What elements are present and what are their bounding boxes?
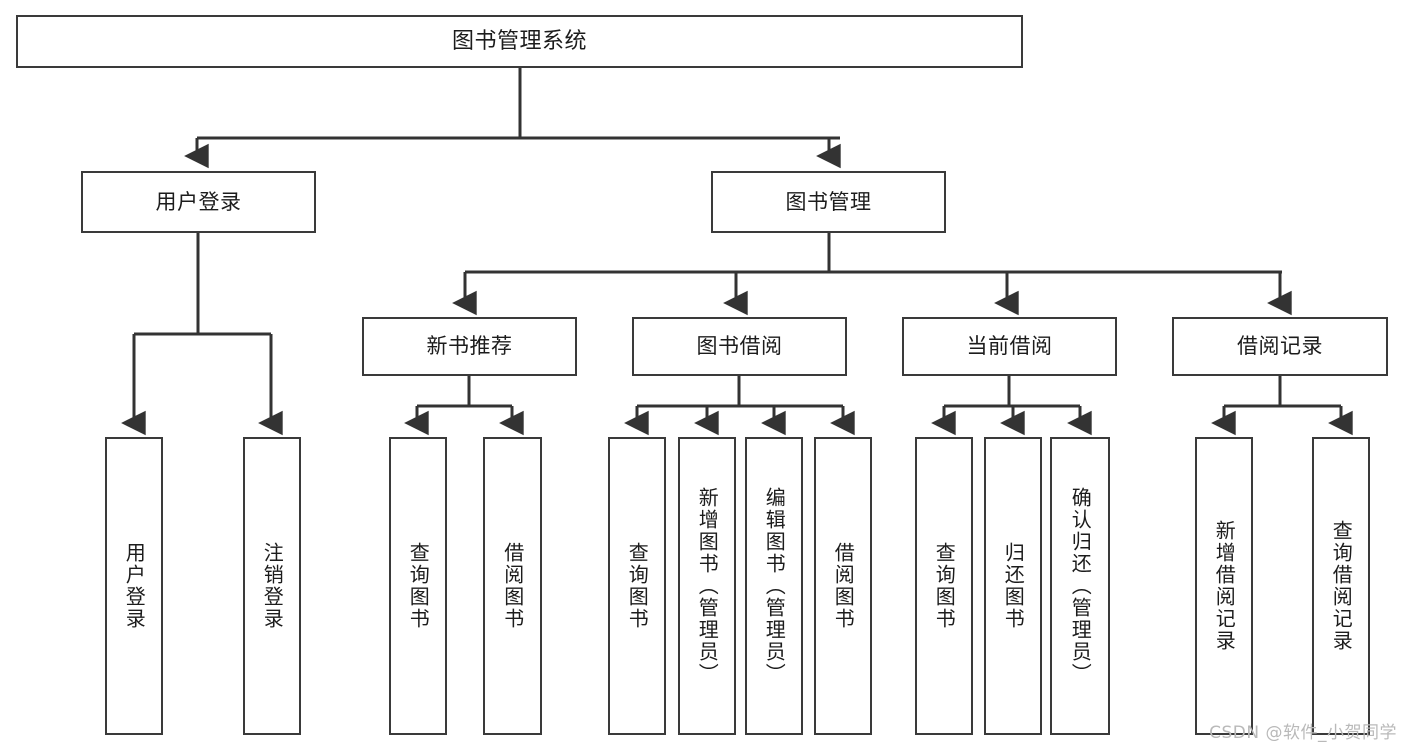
- connector-record-to-leaves: [1211, 376, 1353, 436]
- node-label: 图书管理: [785, 189, 872, 214]
- node-leaf-edit-book-admin[interactable]: 编辑图书（管理员）: [745, 437, 803, 735]
- connector-bookmgmt-to-level3: [452, 233, 1292, 316]
- node-root-book-management-system[interactable]: 图书管理系统: [16, 15, 1023, 68]
- node-borrow-record[interactable]: 借阅记录: [1172, 317, 1388, 376]
- node-leaf-logout[interactable]: 注销登录: [243, 437, 301, 735]
- node-leaf-add-book-admin[interactable]: 新增图书（管理员）: [678, 437, 736, 735]
- node-new-book-recommend[interactable]: 新书推荐: [362, 317, 577, 376]
- node-label: 编辑图书（管理员）: [762, 487, 787, 685]
- node-label: 查询图书: [932, 542, 957, 630]
- node-leaf-query-book-newbook[interactable]: 查询图书: [389, 437, 447, 735]
- connector-root-to-level2: [184, 68, 841, 169]
- watermark: CSDN @软件_小贺同学: [1209, 723, 1397, 743]
- node-leaf-query-book-borrow[interactable]: 查询图书: [608, 437, 666, 735]
- node-leaf-add-borrow-record[interactable]: 新增借阅记录: [1195, 437, 1253, 735]
- node-book-management[interactable]: 图书管理: [711, 171, 946, 233]
- node-label: 查询图书: [406, 542, 431, 630]
- node-label: 用户登录: [122, 542, 147, 630]
- node-label: 图书借阅: [696, 334, 783, 359]
- node-user-login[interactable]: 用户登录: [81, 171, 316, 233]
- node-leaf-confirm-return-admin[interactable]: 确认归还（管理员）: [1050, 437, 1110, 735]
- node-label: 借阅图书: [831, 542, 856, 630]
- node-label: 新增借阅记录: [1212, 520, 1237, 652]
- node-label: 新增图书（管理员）: [695, 487, 720, 685]
- node-label: 借阅图书: [500, 542, 525, 630]
- node-label: 查询借阅记录: [1329, 520, 1354, 652]
- connector-current-to-leaves: [931, 376, 1092, 436]
- connector-borrow-to-leaves: [624, 376, 855, 436]
- node-leaf-query-borrow-record[interactable]: 查询借阅记录: [1312, 437, 1370, 735]
- node-label: 查询图书: [625, 542, 650, 630]
- node-leaf-borrow-book[interactable]: 借阅图书: [814, 437, 872, 735]
- node-label: 用户登录: [155, 189, 242, 214]
- connector-newbook-to-leaves: [404, 376, 524, 436]
- node-label: 注销登录: [260, 542, 285, 630]
- node-label: 新书推荐: [426, 334, 513, 359]
- node-book-borrow[interactable]: 图书借阅: [632, 317, 847, 376]
- node-leaf-user-login[interactable]: 用户登录: [105, 437, 163, 735]
- node-label: 确认归还（管理员）: [1068, 487, 1093, 685]
- node-leaf-return-book[interactable]: 归还图书: [984, 437, 1042, 735]
- node-current-borrow[interactable]: 当前借阅: [902, 317, 1117, 376]
- node-label: 归还图书: [1001, 542, 1026, 630]
- node-label: 图书管理系统: [451, 28, 587, 54]
- connector-userlogin-to-leaves: [121, 233, 283, 436]
- node-leaf-query-book-current[interactable]: 查询图书: [915, 437, 973, 735]
- node-leaf-borrow-book-newbook[interactable]: 借阅图书: [483, 437, 542, 735]
- node-label: 当前借阅: [966, 334, 1053, 359]
- node-label: 借阅记录: [1237, 334, 1323, 359]
